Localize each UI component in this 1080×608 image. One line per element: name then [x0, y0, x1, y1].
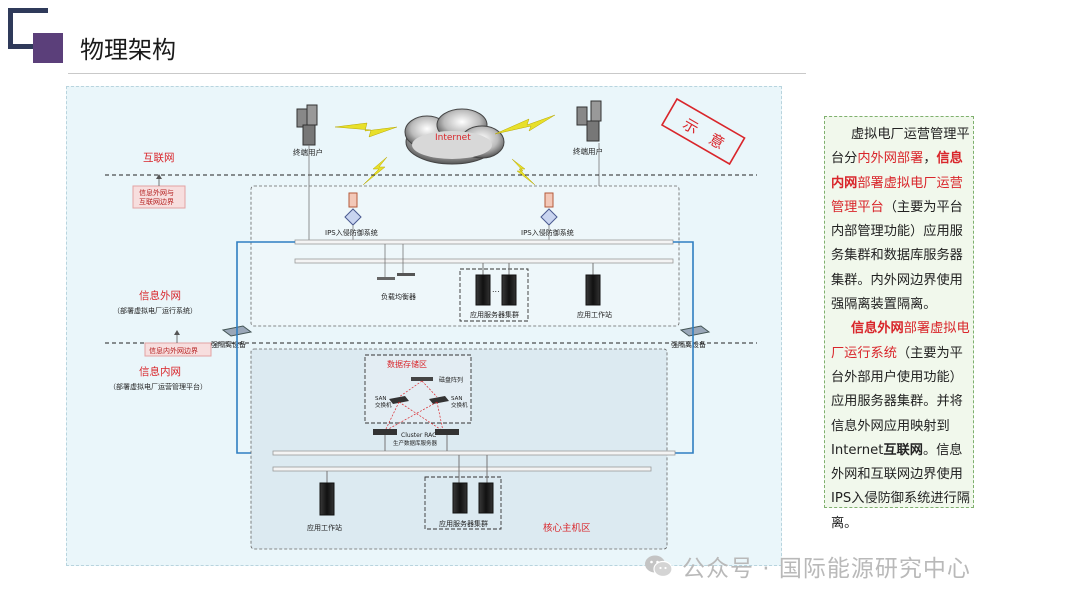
boundary-tag-line1: 信息外网与 — [139, 188, 174, 197]
extranet-bus-1 — [294, 239, 674, 245]
title-divider — [68, 73, 806, 74]
note-p1-segment: ， — [923, 151, 937, 167]
boundary-tag-inner — [144, 342, 212, 357]
svg-text:...: ... — [492, 285, 500, 294]
isolation-device-left-label: 强隔离设备 — [211, 340, 246, 349]
logo-outline-square — [8, 8, 48, 48]
intranet-cluster-server-1 — [452, 482, 468, 514]
lightning-icon — [334, 114, 556, 186]
note-p2-segment: 部署虚拟电厂运行系统 — [831, 321, 970, 361]
intranet-cluster-box — [424, 476, 502, 530]
disk-array-label: 磁盘阵列 — [439, 376, 463, 384]
storage-zone-title: 数据存储区 — [387, 359, 427, 369]
san-links — [384, 380, 444, 432]
terminal-user-left-icon — [296, 104, 318, 146]
terminal-user-right-icon — [576, 100, 602, 142]
extranet-bus-2 — [294, 258, 674, 264]
architecture-diagram: 示 意 Internet 终端用户 终端用户 互联网 信息外网与 互联网边界 — [66, 86, 782, 566]
wechat-icon — [645, 555, 673, 578]
logo-outline-square-bottom — [8, 44, 56, 49]
isolation-device-right-label: 强隔离设备 — [671, 340, 706, 349]
core-zone-label: 核心主机区 — [543, 522, 591, 534]
zone-internet-label: 互联网 — [143, 152, 175, 164]
internet-label: Internet — [435, 133, 471, 143]
intranet-bus-1 — [272, 450, 676, 456]
note-p1-segment: （主要为平台内部管理功能）应用服务集群和数据库服务器集群。内外网边界使用强隔离装… — [831, 199, 963, 313]
zone-extranet-sub: （部署虚拟电厂运行系统） — [113, 306, 197, 315]
cluster-label: Cluster RAC — [401, 432, 436, 439]
extranet-cluster-servers-icon: ... — [475, 263, 517, 306]
intranet-workstation-icon — [319, 482, 335, 516]
zone-intranet-label: 信息内网 — [139, 365, 181, 378]
core-zone-box — [250, 348, 668, 550]
stamp-shiyi: 示 意 — [660, 97, 746, 166]
note-p2-segment: （主要为平台外部用户使用功能）应用服务器集群。并将信息外网应用映射到Intern… — [831, 345, 963, 458]
note-p1-segment: 虚拟电厂运营管理平台分 — [831, 127, 970, 167]
isolation-device-right-icon — [679, 325, 711, 337]
extranet-zone-box — [250, 185, 680, 327]
note-p1-segment: 内外网部署 — [857, 151, 924, 167]
note-p1-segment: 信息内网 — [831, 151, 963, 191]
watermark-text: 公众号 · 国际能源研究中心 — [682, 556, 971, 582]
db-servers-label: 生产数据库服务器 — [393, 439, 438, 447]
extranet-workstation-icon — [585, 274, 601, 306]
terminal-user-left-label: 终端用户 — [293, 147, 323, 157]
san-switch-right-icon — [429, 396, 449, 404]
intranet-cluster-server-2 — [478, 482, 494, 514]
description-note: 虚拟电厂运营管理平台分内外网部署，信息内网部署虚拟电厂运营管理平台（主要为平台内… — [824, 116, 974, 531]
boundary-tag-internet-text: 信息外网与 互联网边界 — [139, 188, 176, 206]
extranet-workstation-label: 应用工作站 — [577, 310, 612, 319]
db-server-left-icon — [373, 429, 397, 435]
note-p2-segment: 。信息外网和互联网边界使用IPS入侵防御系统进行隔离。 — [831, 442, 970, 531]
intranet-workstation-label: 应用工作站 — [307, 523, 342, 532]
disk-array-icon — [411, 377, 433, 381]
load-balancer-icon — [377, 244, 415, 280]
note-paragraph-2: 信息外网部署虚拟电厂运行系统（主要为平台外部用户使用功能）应用服务器集群。并将信… — [831, 317, 971, 536]
stamp-char-2: 意 — [706, 130, 728, 153]
zone-extranet-label: 信息外网 — [139, 289, 181, 302]
note-p2-segment: 互联网 — [883, 442, 923, 458]
san-switch-left-icon — [389, 396, 409, 404]
stamp-char-1: 示 — [680, 115, 702, 138]
extranet-cluster-label: 应用服务器集群 — [470, 310, 519, 319]
db-server-right-icon — [435, 429, 459, 435]
terminal-user-right-label: 终端用户 — [573, 146, 603, 156]
boundary-tag-inner-text: 信息内外网边界 — [149, 346, 198, 355]
extranet-cluster-box — [459, 268, 529, 322]
logo-filled-square — [33, 33, 63, 63]
zone-intranet-sub: （部署虚拟电厂运营管理平台） — [109, 382, 207, 391]
load-balancer-label: 负载均衡器 — [381, 292, 416, 301]
note-p1-segment: 部署虚拟电厂运营管理平台 — [831, 175, 963, 215]
page-title: 物理架构 — [80, 36, 176, 64]
internet-cloud-icon: Internet — [404, 108, 505, 165]
ips-right-label: IPS入侵防御系统 — [521, 228, 574, 237]
watermark: 公众号 · 国际能源研究中心 — [644, 548, 971, 584]
intranet-bus-2 — [272, 466, 652, 472]
architecture-diagram-svg: 示 意 Internet 终端用户 终端用户 互联网 信息外网与 互联网边界 — [105, 97, 757, 550]
ips-left-label: IPS入侵防御系统 — [325, 228, 378, 237]
ips-right-icon — [540, 192, 558, 226]
note-paragraph-1: 虚拟电厂运营管理平台分内外网部署，信息内网部署虚拟电厂运营管理平台（主要为平台内… — [831, 123, 971, 317]
storage-zone-box — [364, 354, 472, 424]
note-p2-segment: 信息外网 — [851, 321, 904, 337]
boundary-tag-line2: 互联网边界 — [139, 197, 174, 206]
intranet-cluster-label: 应用服务器集群 — [439, 519, 488, 528]
